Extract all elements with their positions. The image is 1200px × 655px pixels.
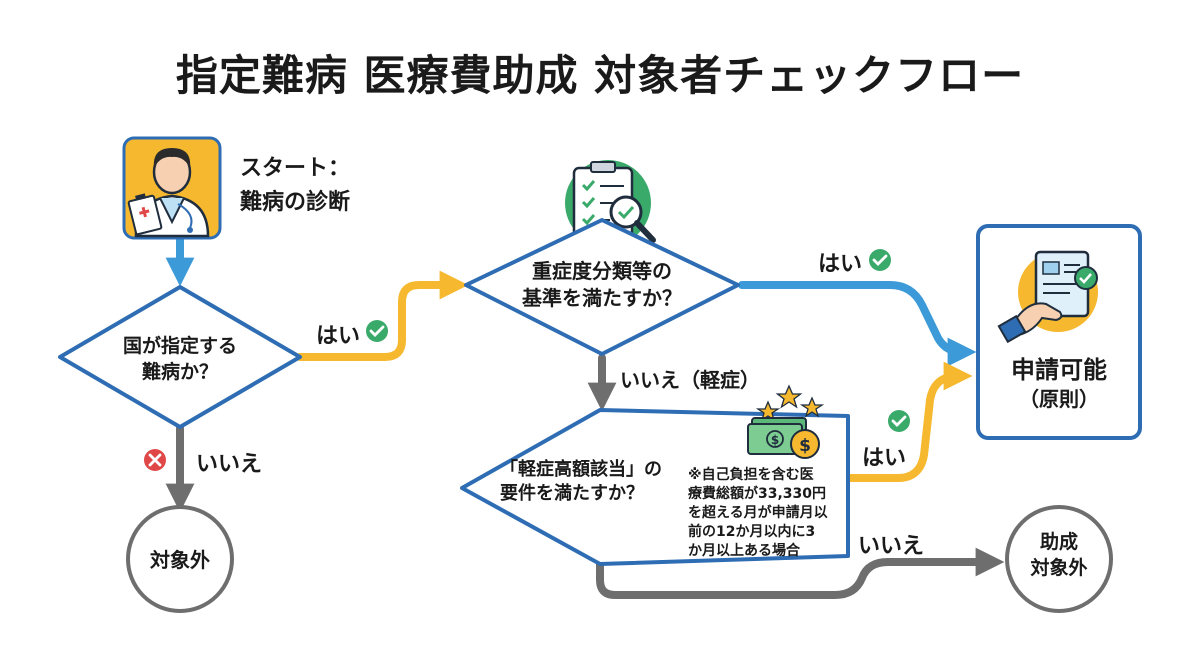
grant-excluded-line1: 助成	[1039, 531, 1078, 553]
edge-label-q2-yes: はい	[818, 252, 863, 277]
result-grant-excluded-label: 助成 対象外	[1009, 530, 1109, 581]
q2-line2: 基準を満たすか？	[522, 286, 682, 310]
arrow-q1-yes	[296, 270, 469, 361]
start-label: スタート： 難病の診断	[240, 152, 350, 220]
page-title: 指定難病 医療費助成 対象者チェックフロー	[175, 51, 1025, 100]
note-line: 療費総額が33,330円	[688, 486, 827, 502]
edge-label-q3-no: いいえ	[858, 534, 925, 559]
approved-document-icon	[997, 250, 1098, 344]
q3-line2: 要件を満たすか？	[500, 483, 644, 505]
result-approved-label: 申請可能 （原則）	[982, 354, 1136, 413]
note-line: 前の12か月以内に3	[688, 524, 816, 540]
arrow-q2-yes	[738, 281, 977, 367]
approved-line2: （原則）	[1019, 387, 1099, 412]
edge-label-q2-no: いいえ（軽症）	[620, 368, 760, 392]
edge-label-q1-yes: はい	[316, 324, 361, 349]
result-excluded-circle	[126, 505, 234, 613]
doctor-icon	[127, 148, 210, 238]
start-doctor-card	[122, 136, 222, 240]
q1-question: 国が指定する 難病か？	[90, 334, 270, 385]
q3-line1: 「軽症高額該当」の	[500, 459, 662, 480]
approved-line1: 申請可能	[1011, 356, 1107, 384]
start-label-line2: 難病の診断	[240, 190, 351, 215]
note-line: か月以上ある場合	[688, 543, 800, 559]
svg-text:$: $	[799, 436, 811, 456]
q1-line1: 国が指定する	[122, 335, 237, 357]
q1-line2: 難病か？	[141, 360, 218, 383]
arrow-q3-no	[596, 547, 1005, 599]
edge-label-q1-no: いいえ	[196, 452, 263, 477]
arrow-q3-yes	[824, 361, 973, 482]
check-icon-q1-yes	[366, 320, 388, 342]
q2-line1: 重症度分類等の	[532, 259, 672, 283]
q3-question: 「軽症高額該当」の 要件を満たすか？	[500, 458, 690, 507]
edge-label-q3-yes: はい	[862, 446, 907, 471]
clipboard-checklist-icon	[565, 160, 656, 246]
note-line: ※自己負担を含む医	[688, 467, 814, 483]
svg-text:$: $	[771, 433, 779, 447]
start-label-line1: スタート：	[240, 156, 351, 181]
note-line: を超える月が申請月以	[688, 505, 828, 521]
q1-diamond	[58, 285, 302, 429]
check-icon-q3-yes	[888, 410, 910, 432]
q3-note: ※自己負担を含む医 療費総額が33,330円 を超える月が申請月以 前の12か月…	[688, 466, 846, 561]
q2-diamond	[464, 218, 740, 356]
result-approved-box	[976, 224, 1142, 440]
q2-question: 重症度分類等の 基準を満たすか？	[482, 258, 722, 312]
result-grant-excluded-circle	[1005, 505, 1113, 613]
grant-excluded-line2: 対象外	[1030, 556, 1088, 579]
money-icon: $ $	[747, 384, 825, 459]
check-icon-q2-yes	[869, 249, 891, 271]
cross-icon-q1-no	[144, 449, 166, 471]
result-excluded-label: 対象外	[150, 548, 210, 572]
